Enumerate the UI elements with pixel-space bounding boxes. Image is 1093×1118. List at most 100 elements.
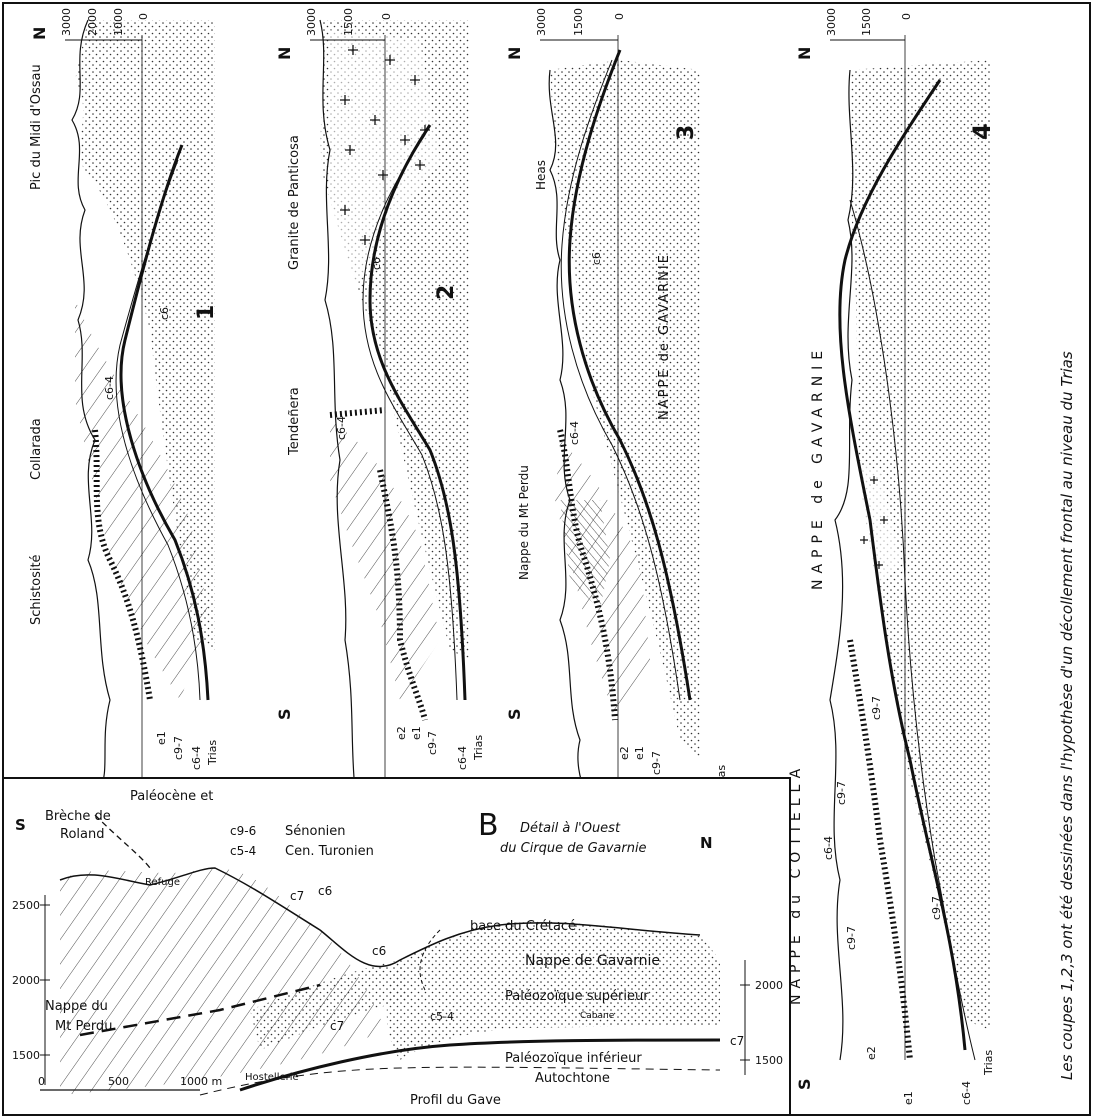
s2-tick-3000: 3000: [305, 8, 318, 36]
s4-c97a-label: c9-7: [870, 696, 883, 720]
s3-north: N: [505, 47, 524, 60]
detail-b-legend-code-2: c5-4: [230, 844, 256, 858]
detail-b-c54: c5-4: [430, 1010, 454, 1023]
s2-number: 2: [434, 285, 459, 300]
s1-schistosite-label: Schistosité: [29, 554, 44, 625]
s4-c64-label: c6-4: [822, 836, 835, 860]
s4-nappe-gavarnie-label: NAPPE de GAVARNIE: [810, 345, 826, 590]
detail-b-legend-name-1: Sénonien: [285, 824, 346, 839]
detail-b-letter: B: [478, 808, 499, 843]
s2-c6-label: c6: [370, 257, 383, 270]
detail-b-breche-1: Brèche de: [45, 809, 111, 824]
s3-c64-label: c6-4: [568, 421, 581, 445]
s2-e1-label: e1: [410, 726, 423, 740]
detail-b-autochtone: Autochtone: [535, 1071, 610, 1086]
s4-number: 4: [968, 123, 996, 140]
s3-e1-label: e1: [633, 746, 646, 760]
s3-hatched-detail: [560, 500, 610, 610]
s2-granite-label: Granite de Panticosa: [287, 135, 302, 270]
s4-scale-ticks: 3000 1500 0: [825, 8, 913, 36]
detail-b-nappe-gavarnie: Nappe de Gavarnie: [525, 953, 660, 969]
s4-e1-label: e1: [902, 1091, 915, 1105]
s3-c97-label: c9-7: [650, 751, 663, 775]
detail-b-scale-1000: 1000 m: [180, 1075, 222, 1088]
detail-b-south: S: [15, 816, 26, 834]
s1-tick-1000: 1000: [112, 8, 125, 36]
s3-tick-0: 0: [613, 13, 626, 20]
detail-b-profil: Profil du Gave: [410, 1093, 501, 1108]
detail-b-right-tick-1500: 1500: [755, 1054, 783, 1067]
detail-b-scale-500: 500: [108, 1075, 129, 1088]
s4-e2-label: e2: [865, 1046, 878, 1060]
s1-tick-0: 0: [137, 13, 150, 20]
detail-b: B Détail à l'Ouest du Cirque de Gavarnie…: [3, 778, 790, 1115]
s4-tick-3000: 3000: [825, 8, 838, 36]
detail-b-hostellerie: Hostellerie: [245, 1072, 299, 1083]
s3-nappe-gav-label: NAPPE de GAVARNIE: [657, 253, 672, 420]
s1-c64-label: c6-4: [103, 376, 116, 400]
s4-c97b-label: c9-7: [835, 781, 848, 805]
s1-c97-label: c9-7: [172, 736, 185, 760]
detail-b-left-tick-2500: 2500: [12, 899, 40, 912]
s2-tick-1500: 1500: [342, 8, 355, 36]
s4-tick-1500: 1500: [860, 8, 873, 36]
detail-b-c7a: c7: [290, 889, 304, 903]
s3-heas-label: Heas: [534, 160, 548, 190]
s1-tick-3000: 3000: [60, 8, 73, 36]
s3-tick-3000: 3000: [535, 8, 548, 36]
detail-b-left-tick-2000: 2000: [12, 974, 40, 987]
s1-number: 1: [194, 305, 219, 320]
s2-trias-label: Trias: [472, 735, 485, 761]
s3-scale-ticks: 3000 1500 0: [535, 8, 626, 36]
s2-c64-label: c6-4: [335, 416, 348, 440]
s3-e2-label: e2: [618, 746, 631, 760]
s1-peak-label: Pic du Midi d'Ossau: [29, 64, 44, 190]
detail-b-c7c: c7: [730, 1034, 744, 1048]
s2-north: N: [275, 47, 294, 60]
section-4: 3000 1500 0 N S 4 NAPPE de GAVARNIE NAPP…: [788, 8, 996, 1105]
detail-b-scale-0: 0: [38, 1075, 45, 1088]
s1-e1-label: e1: [155, 731, 168, 745]
s3-number: 3: [674, 125, 699, 140]
s2-tendenera-label: Tendeñera: [287, 387, 302, 456]
detail-b-title-1: Détail à l'Ouest: [520, 821, 621, 836]
s4-c97c-label: c9-7: [845, 926, 858, 950]
detail-b-breche-2: Roland: [60, 827, 104, 842]
detail-b-base-cretace-label: base du Crétacé: [470, 919, 576, 934]
s1-trias-label: Trias: [206, 740, 219, 766]
caption: Les coupes 1,2,3 ont été dessinées dans …: [1058, 351, 1076, 1080]
s3-nappe-perdu-label: Nappe du Mt Perdu: [517, 465, 531, 580]
detail-b-refuge: Refuge: [145, 877, 180, 888]
detail-b-paleo-inf: Paléozoïque inférieur: [505, 1051, 642, 1066]
detail-b-legend-code-1: c9-6: [230, 824, 256, 838]
detail-b-right-tick-2000: 2000: [755, 979, 783, 992]
detail-b-c6b: c6: [372, 944, 386, 958]
s2-e2-label: e2: [395, 726, 408, 740]
s2-c97-label: c9-7: [426, 731, 439, 755]
detail-b-paleocene: Paléocène et: [130, 789, 213, 804]
s1-c6-label: c6: [158, 307, 171, 320]
detail-b-nappe-perdu-2: Mt Perdu: [55, 1019, 112, 1034]
s4-c64b-label: c6-4: [960, 1081, 973, 1105]
s1-c64b-label: c6-4: [190, 746, 203, 770]
s4-trias-label: Trias: [982, 1050, 995, 1076]
detail-b-c7b: c7: [330, 1019, 344, 1033]
detail-b-cabane: Cabane: [580, 1011, 615, 1021]
s2-south: S: [275, 708, 294, 720]
s4-tick-0: 0: [900, 13, 913, 20]
s4-c97d-label: c9-7: [930, 896, 943, 920]
section-2: 3000 1500 0 N S Granite de Panticosa Ten…: [275, 8, 485, 790]
detail-b-nappe-perdu-1: Nappe du: [45, 999, 108, 1014]
detail-b-paleo-sup: Paléozoïque supérieur: [505, 989, 649, 1004]
s3-c6-label: c6: [590, 252, 603, 265]
s3-tick-1500: 1500: [572, 8, 585, 36]
s3-south: S: [505, 708, 524, 720]
s4-south: S: [795, 1078, 814, 1090]
detail-b-north: N: [700, 834, 713, 852]
s1-tick-2000: 2000: [86, 8, 99, 36]
detail-b-left-tick-1500: 1500: [12, 1049, 40, 1062]
section-3: 3000 1500 0 N S 3 Heas NAPPE de GAVARNIE…: [505, 8, 728, 791]
s1-collarada-label: Collarada: [29, 418, 44, 480]
section-1: 3000 2000 1000 0 N S Pic du Midi d'Ossau…: [29, 8, 219, 800]
